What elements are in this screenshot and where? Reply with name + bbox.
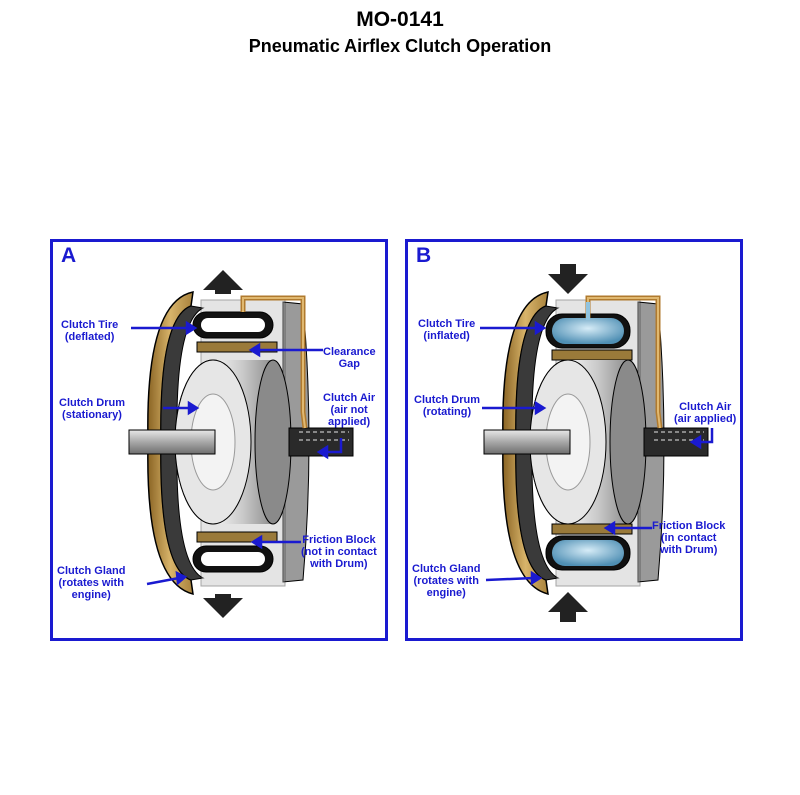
label-clutch-tire-a: Clutch Tire(deflated) [61, 319, 119, 343]
diagram-title: Pneumatic Airflex Clutch Operation [248, 36, 552, 56]
label-clutch-tire-b: Clutch Tire(inflated) [418, 318, 476, 342]
label-clutch-air-b: Clutch Air(air applied) [674, 401, 737, 425]
clutch-illustration-a [128, 270, 354, 618]
panel-b-letter: B [416, 244, 432, 267]
diagram-code: MO-0141 [356, 8, 444, 31]
label-clutch-drum-b: Clutch Drum(rotating) [414, 394, 480, 418]
panel-b: B Clutch Tire(inflated) Clutch Drum(rota… [405, 239, 743, 641]
panel-a-letter: A [61, 244, 77, 267]
clutch-illustration-b [480, 264, 714, 622]
label-clutch-drum-a: Clutch Drum(stationary) [59, 397, 125, 421]
